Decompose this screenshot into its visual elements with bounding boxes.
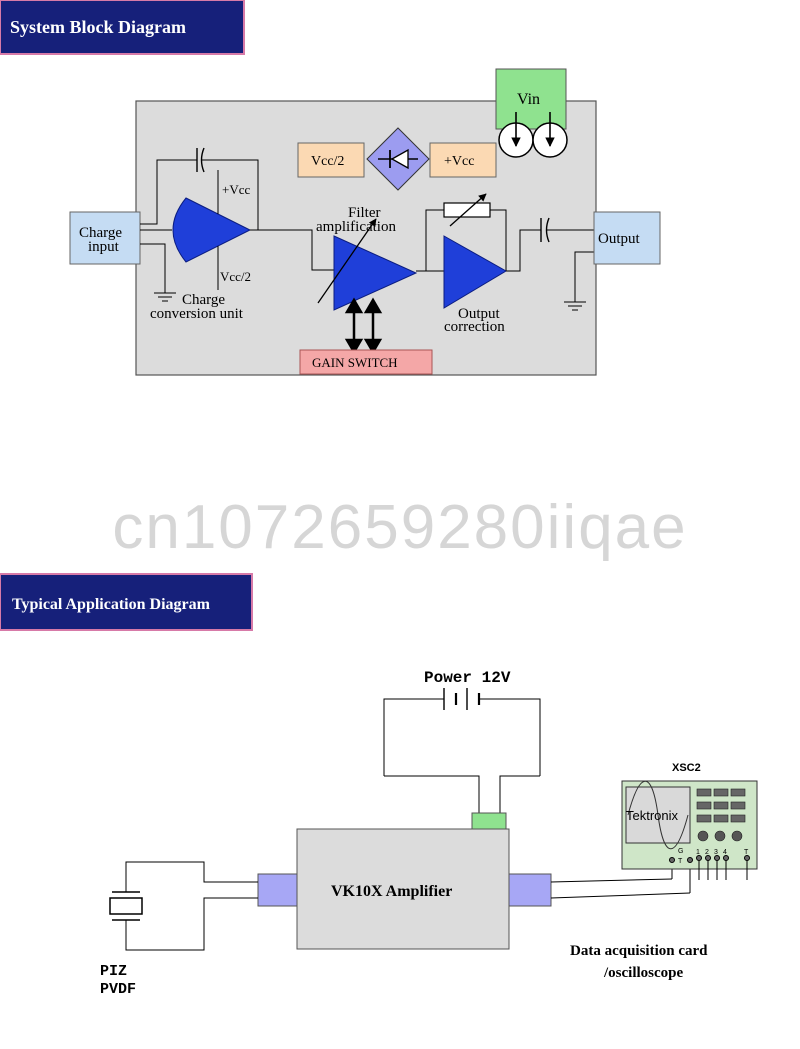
charge-unit-line1: Charge [182,292,225,308]
application-title-banner: Typical Application Diagram [0,573,253,631]
vin-block: Vin [495,68,568,158]
vcc-half-top-label: Vcc/2 [311,154,344,169]
gain-switch-block: GAIN SWITCH [299,349,433,375]
sensor-line2: PVDF [100,981,136,998]
vk10x-amplifier: VK10X Amplifier [257,812,552,950]
vin-label: Vin [517,91,540,108]
charge-amplifier-icon: +Vcc Vcc/2 Charge conversion unit [140,170,252,322]
filter-amplifier-icon: Filter amplification [316,205,418,311]
charge-unit-line2: conversion unit [150,306,244,322]
scope-channel-4: 4 [723,849,727,856]
charge-input-block: Charge input [69,211,141,265]
wire-charge-to-filter [250,229,334,271]
scope-waveform-icon [627,781,689,849]
charge-input-line2: input [88,239,120,255]
output-correction-amp-icon: Output correction [443,235,507,335]
gain-switch-arrows-icon [344,297,383,355]
input-port [257,873,298,907]
amplifier-label: VK10X Amplifier [331,883,452,900]
daq-line2: /oscilloscope [603,965,684,981]
scope-knobs [697,830,743,842]
vcc-plus-amp-label: +Vcc [222,182,250,197]
power-supply: Power 12V [383,669,541,813]
block-diagram-title: System Block Diagram [10,17,186,37]
power-label: Power 12V [424,669,511,687]
vcc-half-amp-label: Vcc/2 [220,269,251,284]
output-corr-line2: correction [444,319,505,335]
watermark-text: cn1072659280iiqae [112,493,687,562]
scope-side-t: T [678,858,683,865]
gain-switch-label: GAIN SWITCH [312,355,398,370]
output-label: Output [598,231,641,247]
scope-id-label: XSC2 [672,762,701,774]
output-coupling [506,217,594,311]
charge-amp-feedback [140,147,259,302]
vcc-plus-top-label: +Vcc [444,154,474,169]
sensor-line1: PIZ [100,963,127,980]
output-corr-line1: Output [458,306,501,322]
block-diagram-title-banner: System Block Diagram [0,0,245,55]
scope-terminals [669,855,750,880]
output-port [508,873,552,907]
scope-channel-3: 3 [714,849,718,856]
diode-icon [378,148,418,170]
scope-channel-1: 1 [696,849,700,856]
output-block: Output [593,211,661,265]
filter-line2: amplification [316,219,396,235]
daq-line1: Data acquisition card [570,943,708,959]
scope-channel-t: T [744,849,749,856]
battery-icon [383,688,541,813]
scope-side-g: G [678,848,683,855]
scope-buttons [696,788,746,823]
filter-line1: Filter [348,205,381,221]
piezo-sensor-icon [109,861,258,951]
reference-block: Vcc/2 +Vcc [297,127,497,191]
charge-input-line1: Charge [79,225,122,241]
scope-channel-2: 2 [705,849,709,856]
oscilloscope: XSC2 Tektronix 1 2 3 4 T G T [621,762,758,880]
output-correction-feedback [425,193,507,271]
scope-brand-label: Tektronix [626,808,679,823]
application-title: Typical Application Diagram [12,596,211,613]
scope-screen [625,786,691,844]
